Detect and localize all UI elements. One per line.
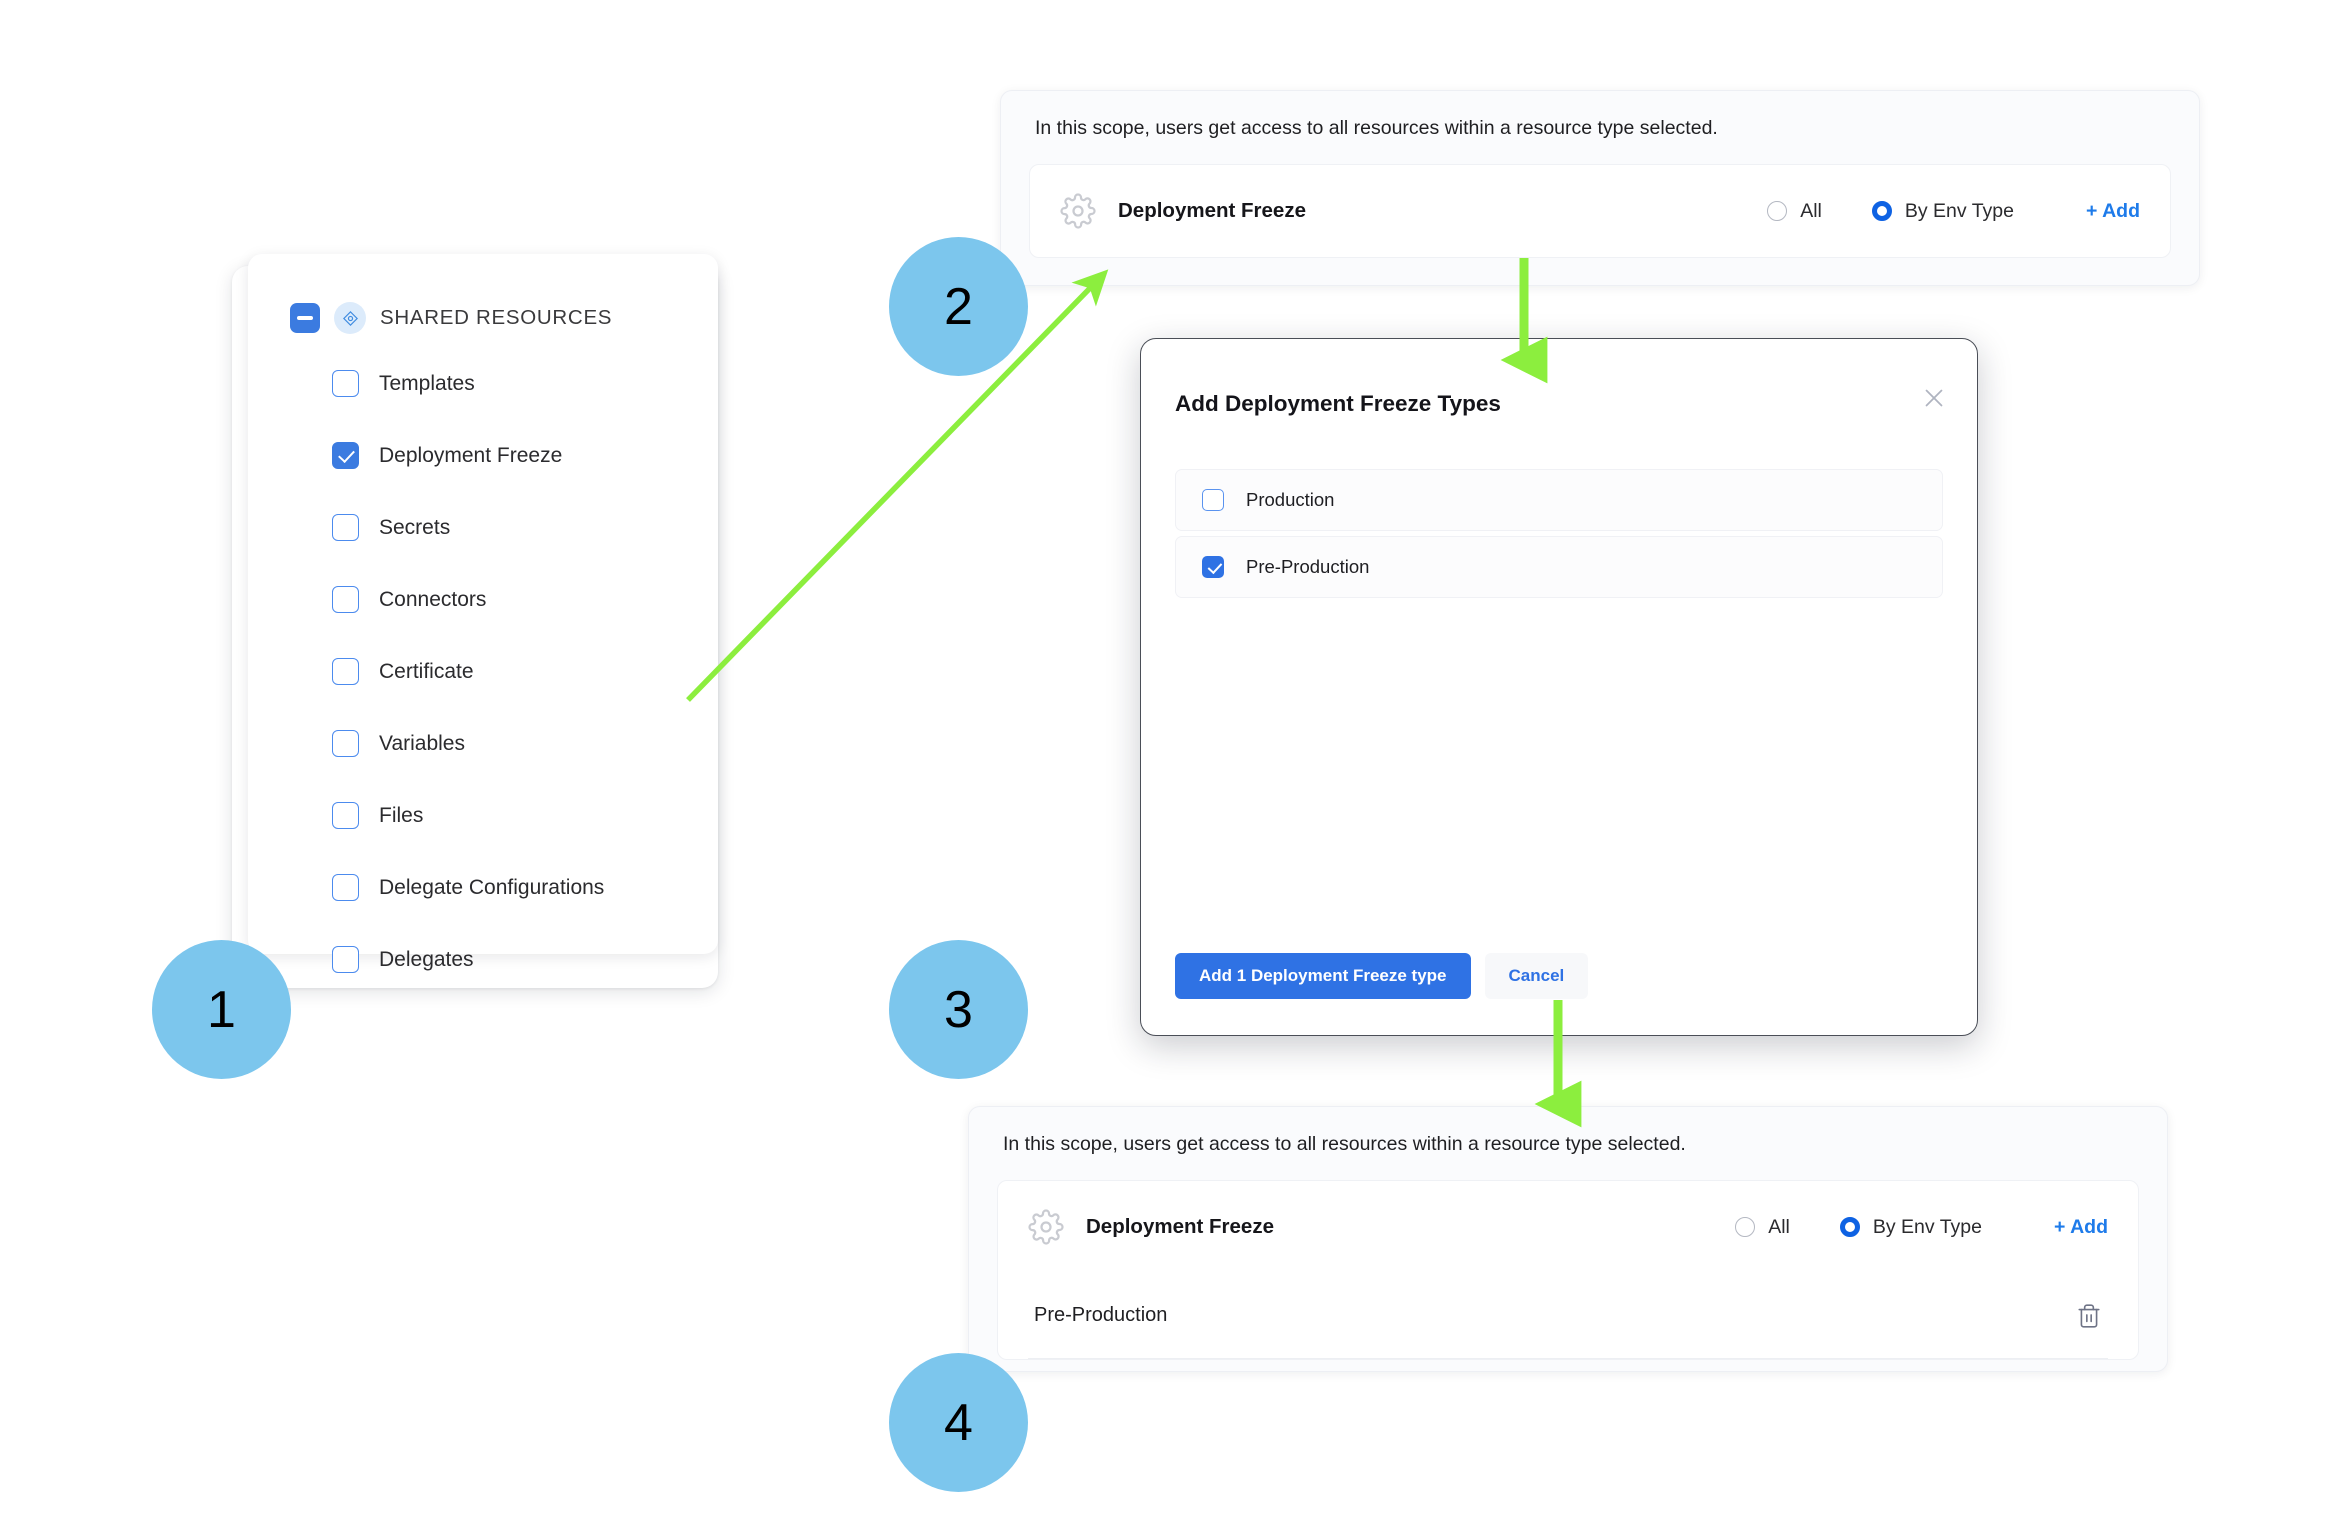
add-freeze-type-button[interactable]: Add 1 Deployment Freeze type: [1175, 953, 1471, 999]
modal-title: Add Deployment Freeze Types: [1175, 391, 1501, 416]
shared-resources-title: SHARED RESOURCES: [380, 306, 613, 329]
step-marker-4: 4: [889, 1353, 1028, 1492]
radio-by-env-type[interactable]: [1839, 1217, 1860, 1237]
freeze-type-option-production[interactable]: Production: [1175, 469, 1943, 531]
scope-resource-card: Deployment Freeze All By Env Type + Add …: [997, 1180, 2139, 1360]
checkbox-variables[interactable]: [332, 730, 359, 757]
add-button[interactable]: + Add: [2086, 199, 2140, 222]
resource-label: Certificate: [379, 659, 474, 683]
scope-resource-row: Deployment Freeze All By Env Type + Add: [1060, 165, 2140, 257]
scope-panel-after: In this scope, users get access to all r…: [968, 1106, 2168, 1372]
freeze-type-options: Production Pre-Production: [1175, 469, 1943, 603]
step-marker-1: 1: [152, 940, 291, 1079]
checkbox-certificate[interactable]: [332, 658, 359, 685]
scope-radio-group: All By Env Type: [1767, 200, 2014, 223]
radio-by-env-type-label: By Env Type: [1904, 199, 2014, 222]
selected-env-type-row: Pre-Production: [1028, 1273, 2108, 1359]
resource-label: Secrets: [379, 515, 451, 539]
checkbox-delegates[interactable]: [332, 946, 359, 973]
shared-resources-card: SHARED RESOURCES Templates Deployment Fr…: [248, 254, 718, 973]
step-marker-3: 3: [889, 940, 1028, 1079]
checkbox-deployment-freeze[interactable]: [332, 442, 359, 469]
close-icon[interactable]: [1919, 383, 1949, 413]
scope-resource-name: Deployment Freeze: [1118, 199, 1306, 222]
resource-label: Delegate Configurations: [379, 875, 605, 899]
resource-item-variables[interactable]: Variables: [248, 722, 718, 765]
gear-icon: [1060, 193, 1096, 229]
resource-item-certificate[interactable]: Certificate: [248, 650, 718, 693]
radio-option-by-env-type[interactable]: By Env Type: [1871, 199, 2014, 223]
radio-by-env-type-label: By Env Type: [1872, 1215, 1982, 1238]
gear-icon: [1028, 1209, 1064, 1245]
checkbox-connectors[interactable]: [332, 586, 359, 613]
resource-item-deployment-freeze[interactable]: Deployment Freeze: [248, 434, 718, 477]
checkbox-production[interactable]: [1202, 489, 1224, 511]
checkbox-secrets[interactable]: [332, 514, 359, 541]
freeze-type-label: Production: [1246, 489, 1335, 510]
radio-all-label: All: [1768, 1215, 1790, 1238]
radio-all[interactable]: [1735, 1217, 1756, 1237]
resource-item-delegate-configurations[interactable]: Delegate Configurations: [248, 866, 718, 909]
resource-item-delegates[interactable]: Delegates: [248, 938, 718, 981]
radio-option-by-env-type[interactable]: By Env Type: [1839, 1215, 1982, 1239]
freeze-type-label: Pre-Production: [1246, 556, 1370, 577]
radio-option-all[interactable]: All: [1735, 1216, 1790, 1239]
checkbox-delegate-configurations[interactable]: [332, 874, 359, 901]
freeze-type-option-pre-production[interactable]: Pre-Production: [1175, 536, 1943, 598]
shared-resources-icon: [334, 302, 366, 334]
scope-resource-card: Deployment Freeze All By Env Type + Add: [1029, 164, 2171, 258]
scope-panel-before: In this scope, users get access to all r…: [1000, 90, 2200, 286]
resource-item-templates[interactable]: Templates: [248, 362, 718, 405]
resource-label: Templates: [379, 371, 475, 395]
resource-label: Deployment Freeze: [379, 443, 563, 467]
radio-all[interactable]: [1767, 201, 1788, 221]
add-deployment-freeze-types-modal: Add Deployment Freeze Types Production P…: [1140, 338, 1978, 1036]
resource-label: Connectors: [379, 587, 487, 611]
resource-label: Variables: [379, 731, 465, 755]
checkbox-files[interactable]: [332, 802, 359, 829]
radio-option-all[interactable]: All: [1767, 200, 1822, 223]
scope-note: In this scope, users get access to all r…: [1003, 1133, 1686, 1155]
radio-by-env-type[interactable]: [1871, 201, 1892, 221]
shared-resources-header[interactable]: SHARED RESOURCES: [248, 302, 718, 334]
resource-item-files[interactable]: Files: [248, 794, 718, 837]
modal-footer: Add 1 Deployment Freeze type Cancel: [1175, 953, 1589, 999]
scope-radio-group: All By Env Type: [1735, 1216, 1982, 1239]
scope-resource-name: Deployment Freeze: [1086, 1215, 1274, 1238]
env-type-label: Pre-Production: [1034, 1304, 1168, 1326]
radio-all-label: All: [1800, 199, 1822, 222]
minus-icon[interactable]: [290, 303, 320, 333]
cancel-button[interactable]: Cancel: [1484, 953, 1589, 999]
resource-label: Delegates: [379, 947, 474, 971]
resource-item-connectors[interactable]: Connectors: [248, 578, 718, 621]
resource-label: Files: [379, 803, 424, 827]
resource-type-list: Templates Deployment Freeze Secrets Conn…: [248, 362, 718, 981]
step-marker-2: 2: [889, 237, 1028, 376]
arrow-1-to-2: [686, 269, 1109, 702]
checkbox-templates[interactable]: [332, 370, 359, 397]
resource-item-secrets[interactable]: Secrets: [248, 506, 718, 549]
trash-icon[interactable]: [2076, 1302, 2102, 1330]
scope-resource-row: Deployment Freeze All By Env Type + Add: [1028, 1181, 2108, 1273]
add-button[interactable]: + Add: [2054, 1215, 2108, 1238]
scope-note: In this scope, users get access to all r…: [1035, 117, 1718, 139]
checkbox-pre-production[interactable]: [1202, 556, 1224, 578]
